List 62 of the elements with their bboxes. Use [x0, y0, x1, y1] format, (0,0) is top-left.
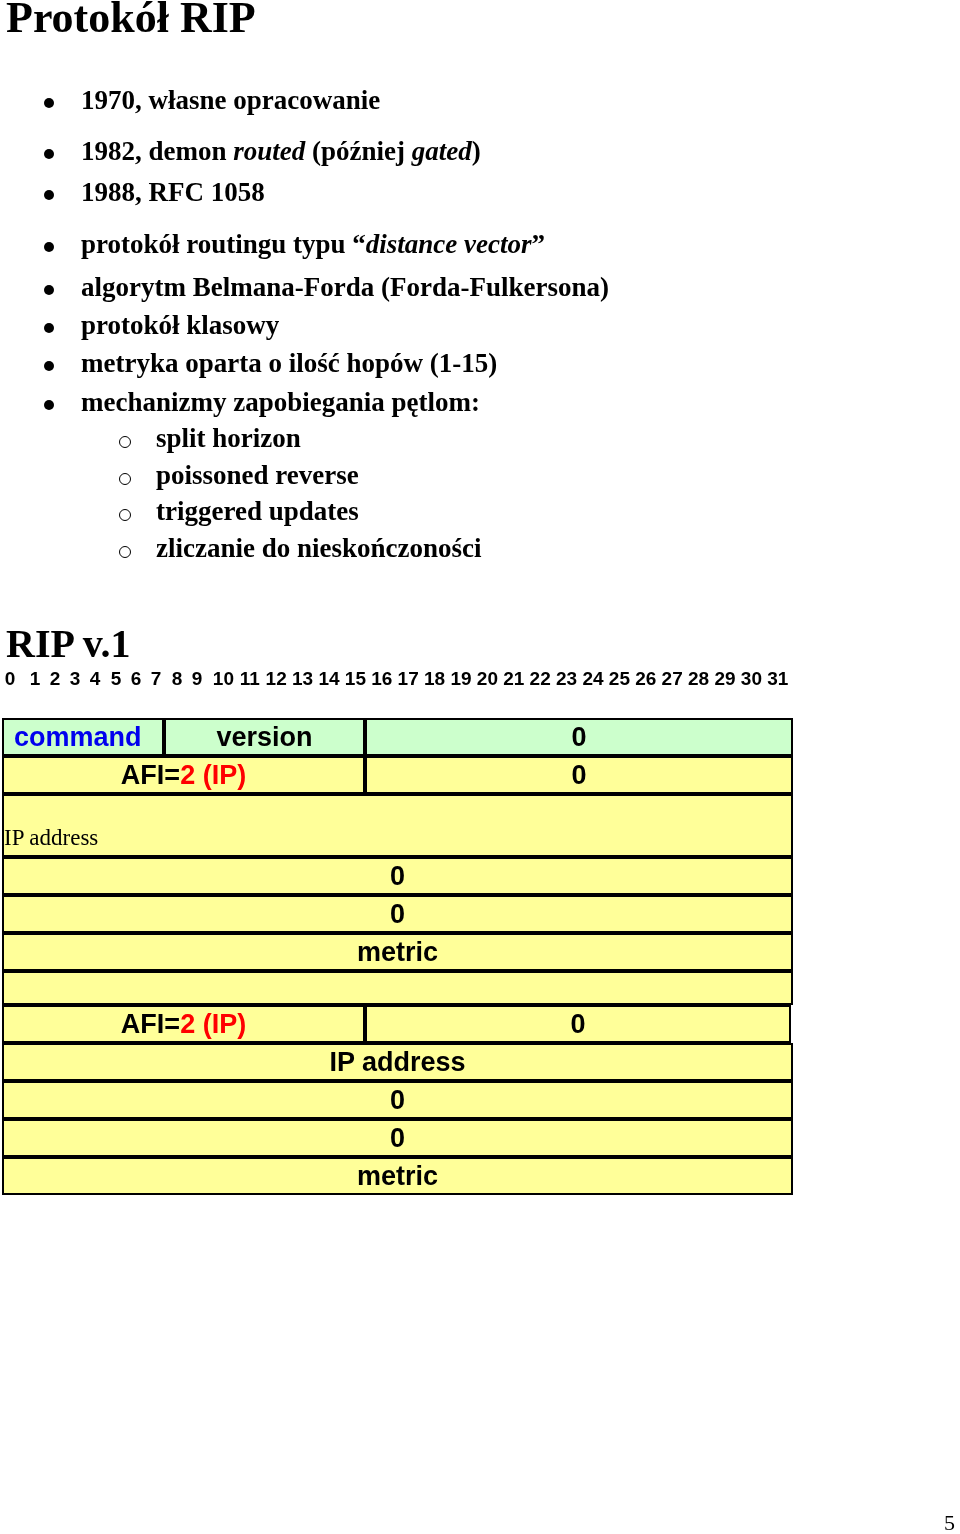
bit-number: 7	[149, 668, 163, 690]
bullet-text: metryka oparta o ilość hopów (1-15)	[81, 348, 498, 379]
section-heading: RIP v.1	[6, 620, 131, 667]
bit-number: 22	[528, 668, 552, 690]
bit-number: 13	[291, 668, 315, 690]
table-cell: 0	[365, 1005, 791, 1043]
bit-number: 20	[475, 668, 499, 690]
table-cell: 0	[2, 1119, 793, 1157]
bit-number: 6	[129, 668, 143, 690]
bit-number: 19	[449, 668, 473, 690]
bit-number: 1	[28, 668, 42, 690]
bit-number: 12	[264, 668, 288, 690]
bullet-text: 1988, RFC 1058	[81, 177, 265, 208]
table-cell: 0	[2, 1081, 793, 1119]
bullet-text: mechanizmy zapobiegania pętlom:	[81, 387, 480, 418]
bullet-text: protokół klasowy	[81, 310, 280, 341]
bit-number: 3	[68, 668, 82, 690]
slide-title: Protokół RIP	[6, 0, 256, 43]
table-cell: version	[164, 718, 365, 756]
bullet-text: split horizon	[156, 423, 301, 454]
bullet-text: zliczanie do nieskończoności	[156, 533, 482, 564]
bullet-text: protokół routingu typu “distance vector”	[81, 229, 546, 260]
bit-number: 2	[48, 668, 62, 690]
bit-number: 16	[370, 668, 394, 690]
bullet-text: 1982, demon routed (później gated)	[81, 136, 481, 167]
table-cell: IP address	[2, 794, 793, 857]
bit-number: 4	[88, 668, 102, 690]
bit-number: 26	[634, 668, 658, 690]
bit-number: 5	[109, 668, 123, 690]
bit-number: 24	[581, 668, 605, 690]
bit-number: 14	[317, 668, 341, 690]
table-cell: 0	[365, 756, 793, 794]
bit-number: 30	[739, 668, 763, 690]
page-number: 5	[944, 1510, 955, 1534]
bit-number: 29	[713, 668, 737, 690]
bullet-text: 1970, własne opracowanie	[81, 85, 381, 116]
table-cell: 0	[2, 857, 793, 895]
bit-number: 17	[396, 668, 420, 690]
bit-number: 21	[502, 668, 526, 690]
table-cell: 0	[2, 895, 793, 933]
table-cell: metric	[2, 1157, 793, 1195]
bit-number: 0	[3, 668, 17, 690]
table-cell: IP address	[2, 1043, 793, 1081]
bullet-text: algorytm Belmana-Forda (Forda-Fulkersona)	[81, 272, 609, 303]
bit-number: 18	[423, 668, 447, 690]
bit-number: 11	[238, 668, 261, 690]
bit-number: 23	[555, 668, 579, 690]
bit-number: 8	[170, 668, 184, 690]
bit-number: 28	[687, 668, 711, 690]
bullet-text: poissoned reverse	[156, 460, 359, 491]
bit-number: 15	[343, 668, 367, 690]
bit-number: 31	[766, 668, 790, 690]
bit-number: 10	[211, 668, 235, 690]
bit-number: 27	[660, 668, 684, 690]
table-cell: 0	[365, 718, 793, 756]
table-cell: AFI=2 (IP)	[2, 756, 365, 794]
bullet-text: triggered updates	[156, 496, 359, 527]
table-cell: command	[2, 718, 164, 756]
table-cell: metric	[2, 933, 793, 971]
table-cell: AFI=2 (IP)	[2, 1005, 365, 1043]
bit-number: 25	[607, 668, 631, 690]
bit-number: 9	[190, 668, 204, 690]
